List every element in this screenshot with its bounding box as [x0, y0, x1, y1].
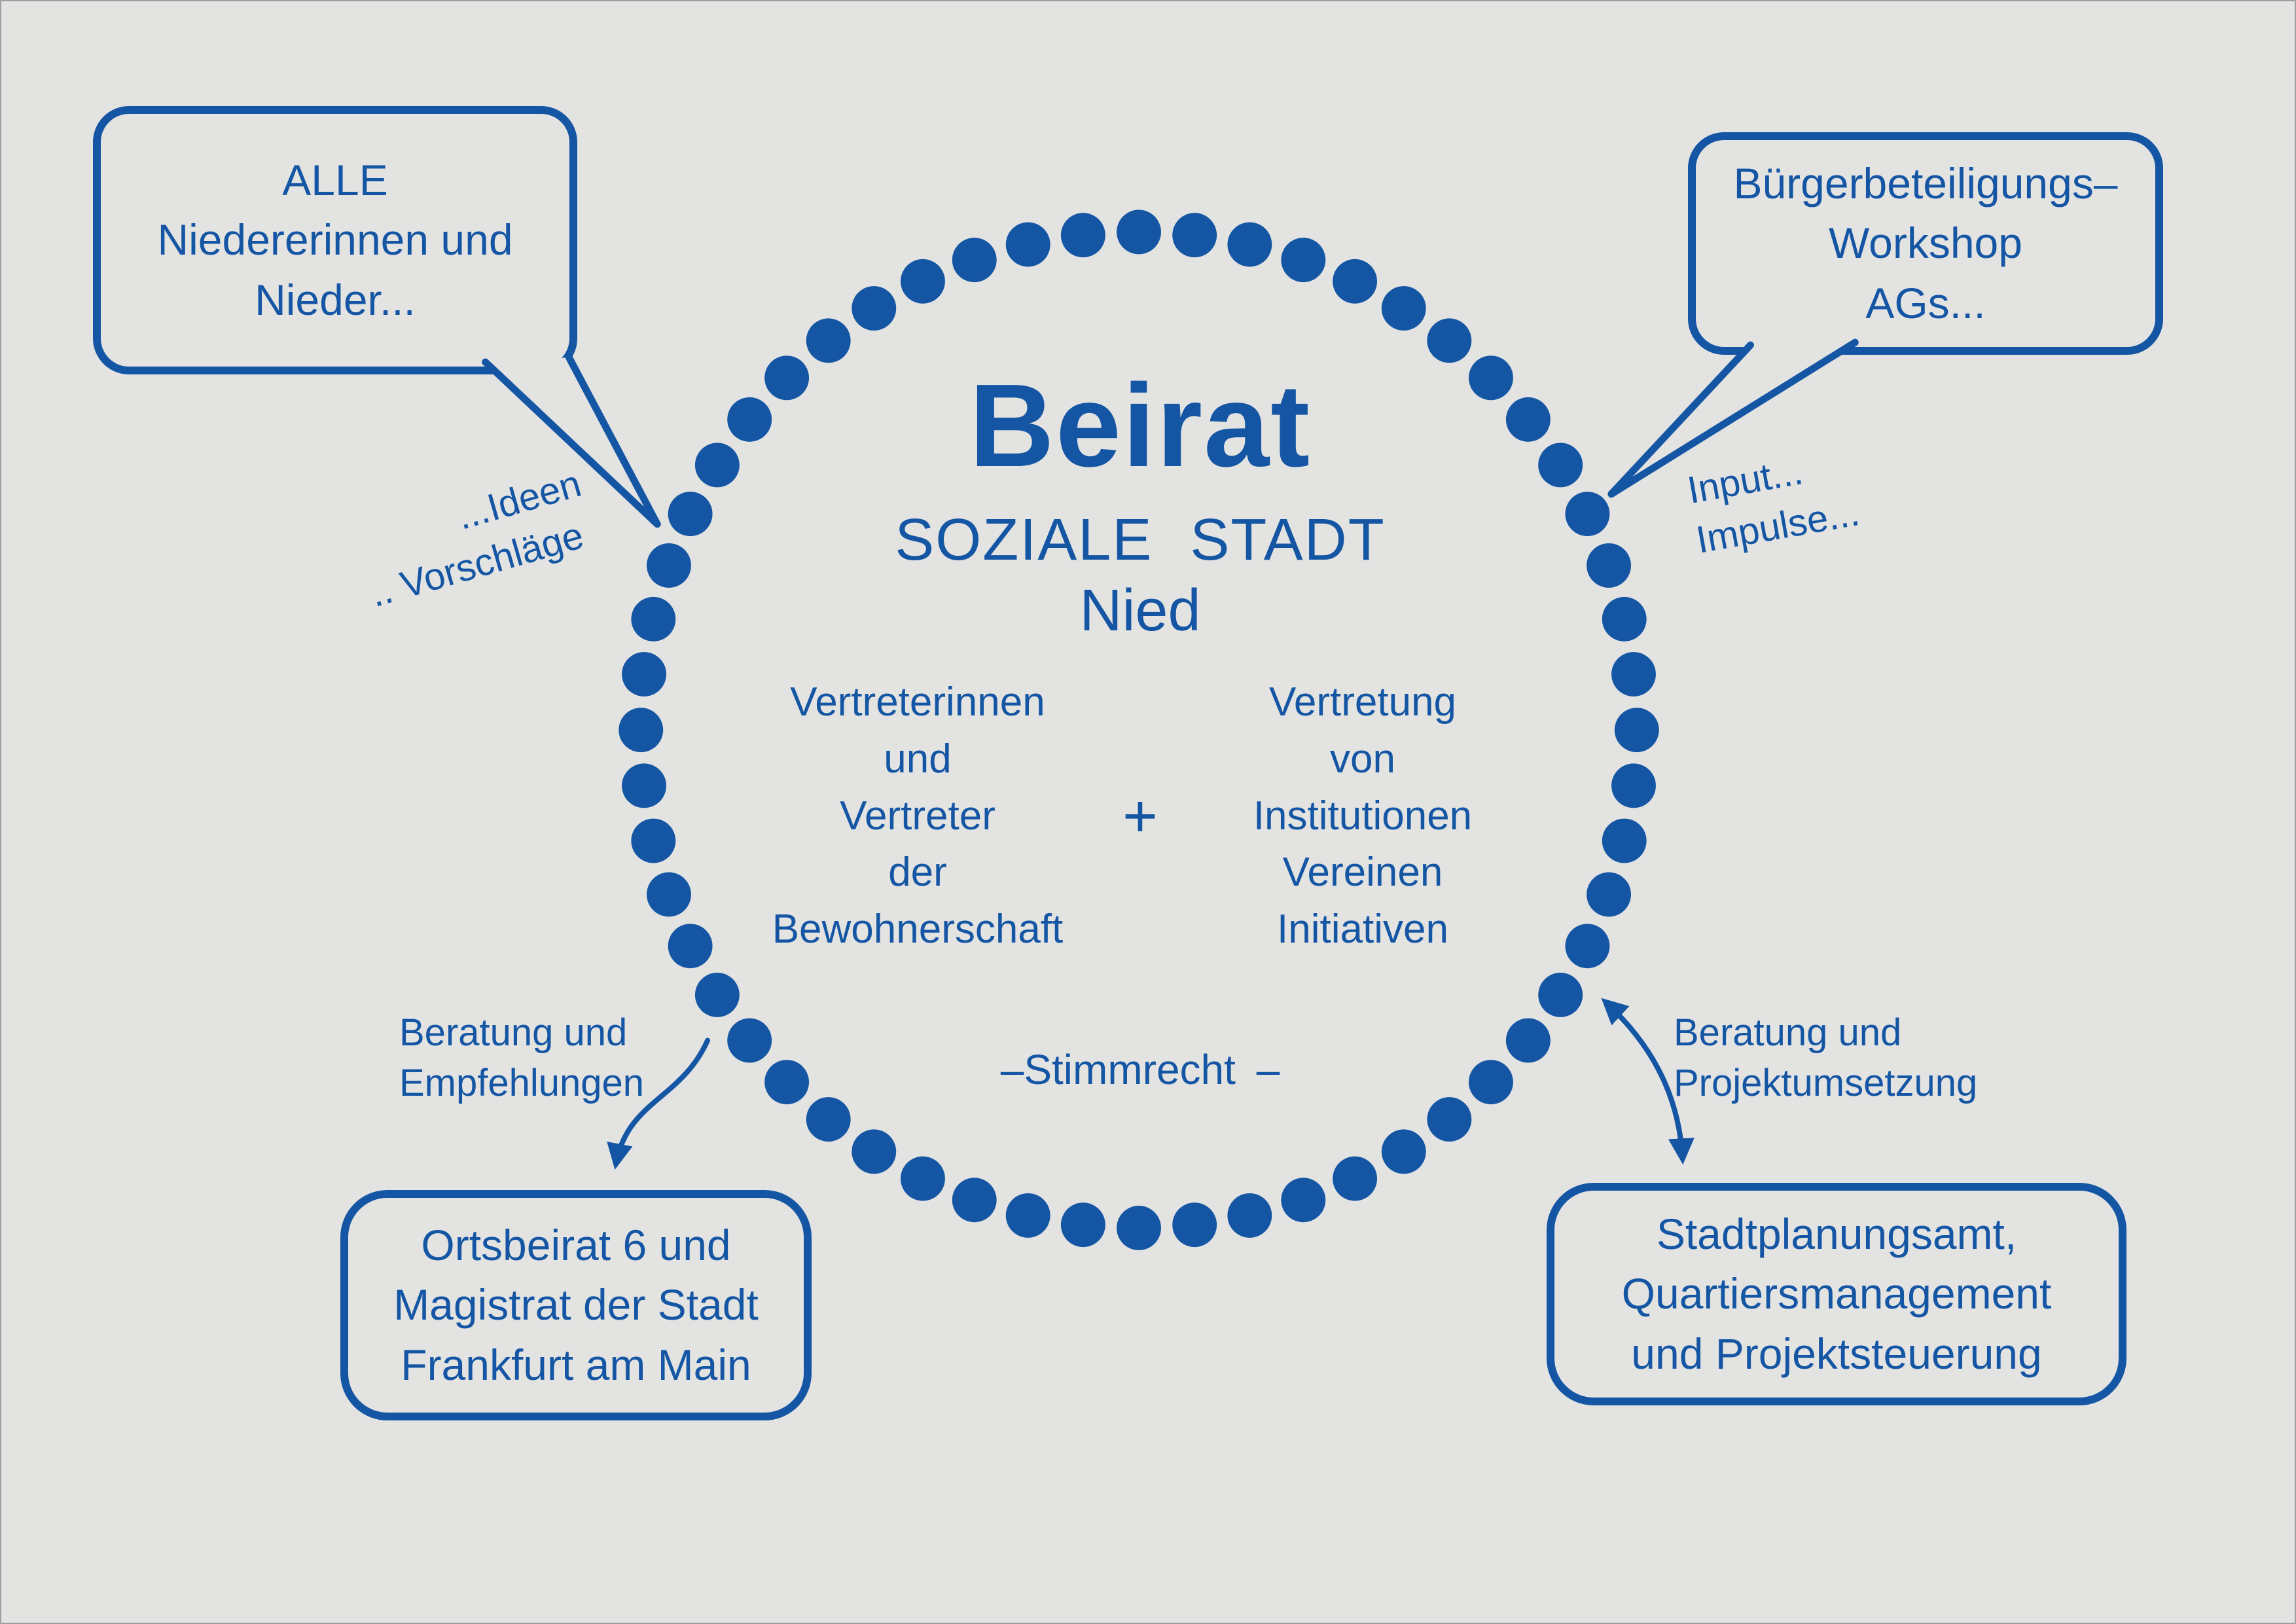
institutions-line: Initiativen	[1277, 907, 1448, 952]
label-beratung-empfehlungen: Beratung und Empfehlungen	[399, 1008, 645, 1108]
box-line: Ortsbeirat 6 und	[421, 1221, 731, 1270]
arrow-projektumsetzung	[1601, 998, 1695, 1165]
speech-bubble-line: Niedererinnen und	[157, 215, 513, 264]
institutions-column: Vertretung von Institutionen Vereinen In…	[1179, 674, 1546, 958]
label-line: Beratung und	[1674, 1011, 1902, 1054]
membership-columns: Vertreterinnen und Vertreter der Bewohne…	[734, 674, 1546, 958]
circle-title: Beirat	[969, 360, 1312, 492]
residents-line: Vertreterinnen	[790, 679, 1045, 725]
institutions-line: Vertretung	[1268, 679, 1457, 725]
label-beratung-projektumsetzung: Beratung und Projektumsetzung	[1674, 1008, 1977, 1108]
institutions-line: von	[1330, 736, 1395, 782]
plus-sign: +	[1122, 782, 1158, 850]
circle-subtitle-2: Nied	[1079, 578, 1201, 643]
label-line: Beratung und	[399, 1011, 628, 1054]
box-line: Stadtplanungsamt,	[1656, 1210, 2017, 1259]
box-line: Frankfurt am Main	[401, 1340, 751, 1389]
label-line: Projektumsetzung	[1674, 1061, 1978, 1104]
speech-bubble-line: Nieder...	[255, 275, 416, 324]
circle-subtitle: SOZIALE STADT	[895, 507, 1386, 573]
residents-column: Vertreterinnen und Vertreter der Bewohne…	[734, 674, 1101, 958]
speech-bubble-workshops: Bürgerbeteiligungs– Workshop AGs...	[1688, 132, 2163, 355]
speech-bubble-line: AGs...	[1865, 278, 1986, 327]
residents-line: Vertreter	[840, 793, 996, 839]
box-line: Quartiersmanagement	[1621, 1269, 2052, 1318]
voting-note: –Stimmrecht –	[1000, 1046, 1280, 1093]
box-stadtplanungsamt: Stadtplanungsamt, Quartiersmanagement un…	[1547, 1183, 2126, 1405]
speech-bubble-line: Workshop	[1829, 219, 2022, 268]
box-ortsbeirat-magistrat: Ortsbeirat 6 und Magistrat der Stadt Fra…	[340, 1190, 812, 1420]
institutions-line: Institutionen	[1253, 793, 1473, 839]
label-ideen-vorschlaege: ...Ideen .. Vorschläge	[351, 459, 601, 619]
residents-line: und	[884, 736, 952, 782]
box-line: Magistrat der Stadt	[393, 1280, 759, 1329]
institutions-line: Vereinen	[1282, 850, 1443, 895]
residents-line: der	[888, 850, 947, 895]
speech-bubble-residents: ALLE Niedererinnen und Nieder...	[93, 106, 577, 374]
speech-bubble-line: Bürgerbeteiligungs–	[1733, 159, 2118, 208]
box-line: und Projektsteuerung	[1631, 1329, 2042, 1378]
label-input-impulse: Input... Impulse...	[1684, 438, 1863, 565]
speech-bubble-line: ALLE	[282, 156, 388, 205]
label-line: Empfehlungen	[399, 1061, 645, 1104]
residents-line: Bewohnerschaft	[772, 907, 1064, 952]
